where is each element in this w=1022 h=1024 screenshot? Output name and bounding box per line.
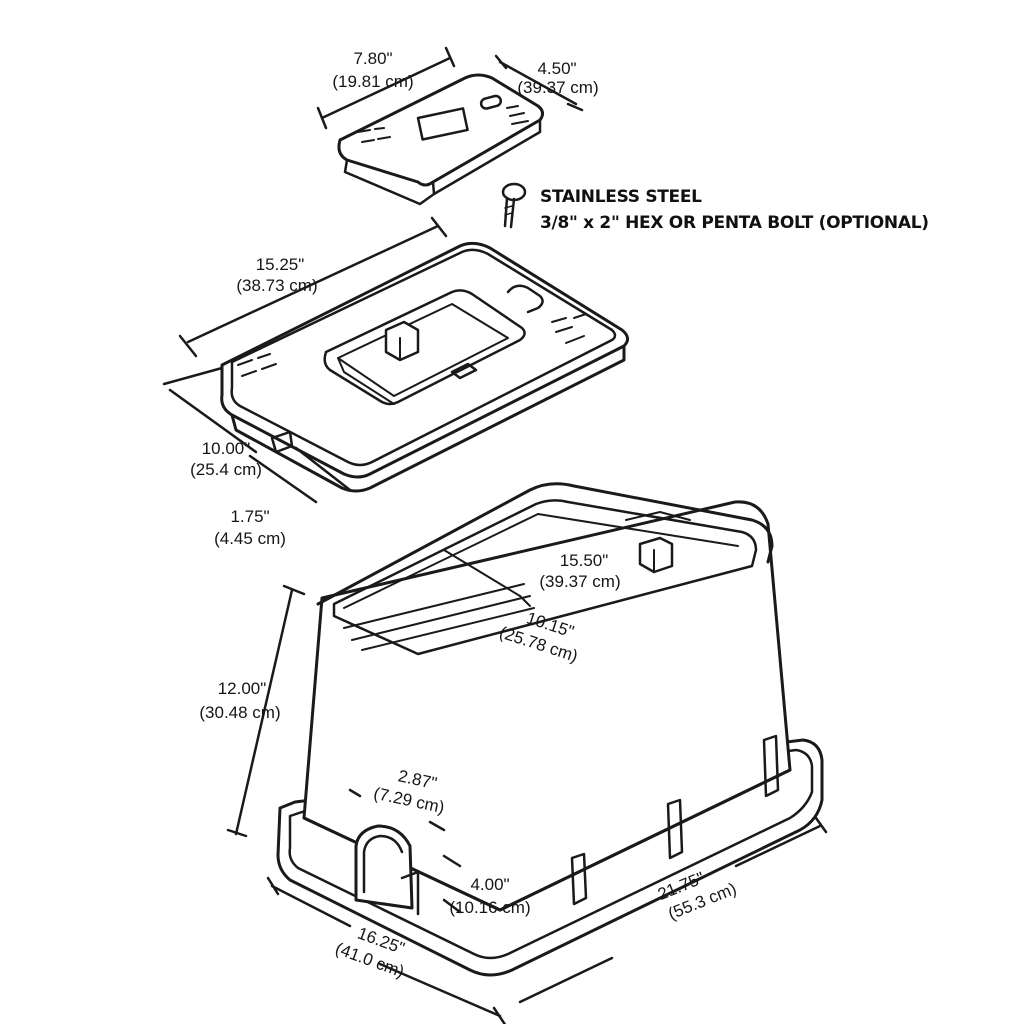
box-dimension-lines (226, 584, 828, 1024)
dim-opening-length: 15.50" (39.37 cm) (539, 551, 620, 591)
dim-opening-length-in: 15.50" (560, 551, 609, 570)
dim-small-lid-width-cm: (39.37 cm) (517, 78, 598, 97)
box-body (276, 482, 824, 977)
lid-markings (237, 313, 587, 377)
dim-box-height: 12.00" (30.48 cm) (199, 679, 280, 722)
base-ribs (570, 734, 780, 906)
lid-opening (323, 289, 526, 406)
dim-knockout-height: 4.00" (10.16 cm) (449, 875, 530, 917)
small-lid-window (416, 107, 469, 141)
small-lid-markings (357, 105, 529, 143)
dim-small-lid-width: 4.50" (39.37 cm) (517, 59, 598, 97)
lid-latch (384, 320, 420, 362)
dim-lid-height: 1.75" (4.45 cm) (214, 507, 286, 548)
dim-lid-length-cm: (38.73 cm) (236, 276, 317, 295)
dim-knockout-height-cm: (10.16 cm) (449, 898, 530, 917)
dim-small-lid-width-in: 4.50" (537, 59, 576, 78)
lid (220, 241, 629, 493)
dim-lid-length-in: 15.25" (256, 255, 305, 274)
small-lid-bolt-slot (479, 94, 503, 110)
dim-small-lid-length: 7.80" (19.81 cm) (332, 49, 413, 91)
dim-lid-height-in: 1.75" (230, 507, 269, 526)
bolt-icon (501, 182, 527, 229)
dim-lid-width-in: 10.00" (202, 439, 251, 458)
dim-lid-length: 15.25" (38.73 cm) (236, 255, 317, 295)
bolt-label-line1: STAINLESS STEEL (540, 187, 702, 207)
dim-lid-width: 10.00" (25.4 cm) (190, 439, 262, 479)
dim-opening-length-cm: (39.37 cm) (539, 572, 620, 591)
bolt-label-line2: 3/8" x 2" HEX OR PENTA BOLT (OPTIONAL) (540, 213, 929, 233)
dim-small-lid-length-cm: (19.81 cm) (332, 72, 413, 91)
dim-lid-height-cm: (4.45 cm) (214, 529, 286, 548)
small-lid-dimension-lines (316, 46, 584, 130)
dim-lid-width-cm: (25.4 cm) (190, 460, 262, 479)
dim-knockout-height-in: 4.00" (470, 875, 509, 894)
dim-box-height-in: 12.00" (218, 679, 267, 698)
dim-box-height-cm: (30.48 cm) (199, 703, 280, 722)
dim-small-lid-length-in: 7.80" (353, 49, 392, 68)
lid-dimension-lines (162, 216, 448, 504)
small-lid (337, 73, 545, 206)
